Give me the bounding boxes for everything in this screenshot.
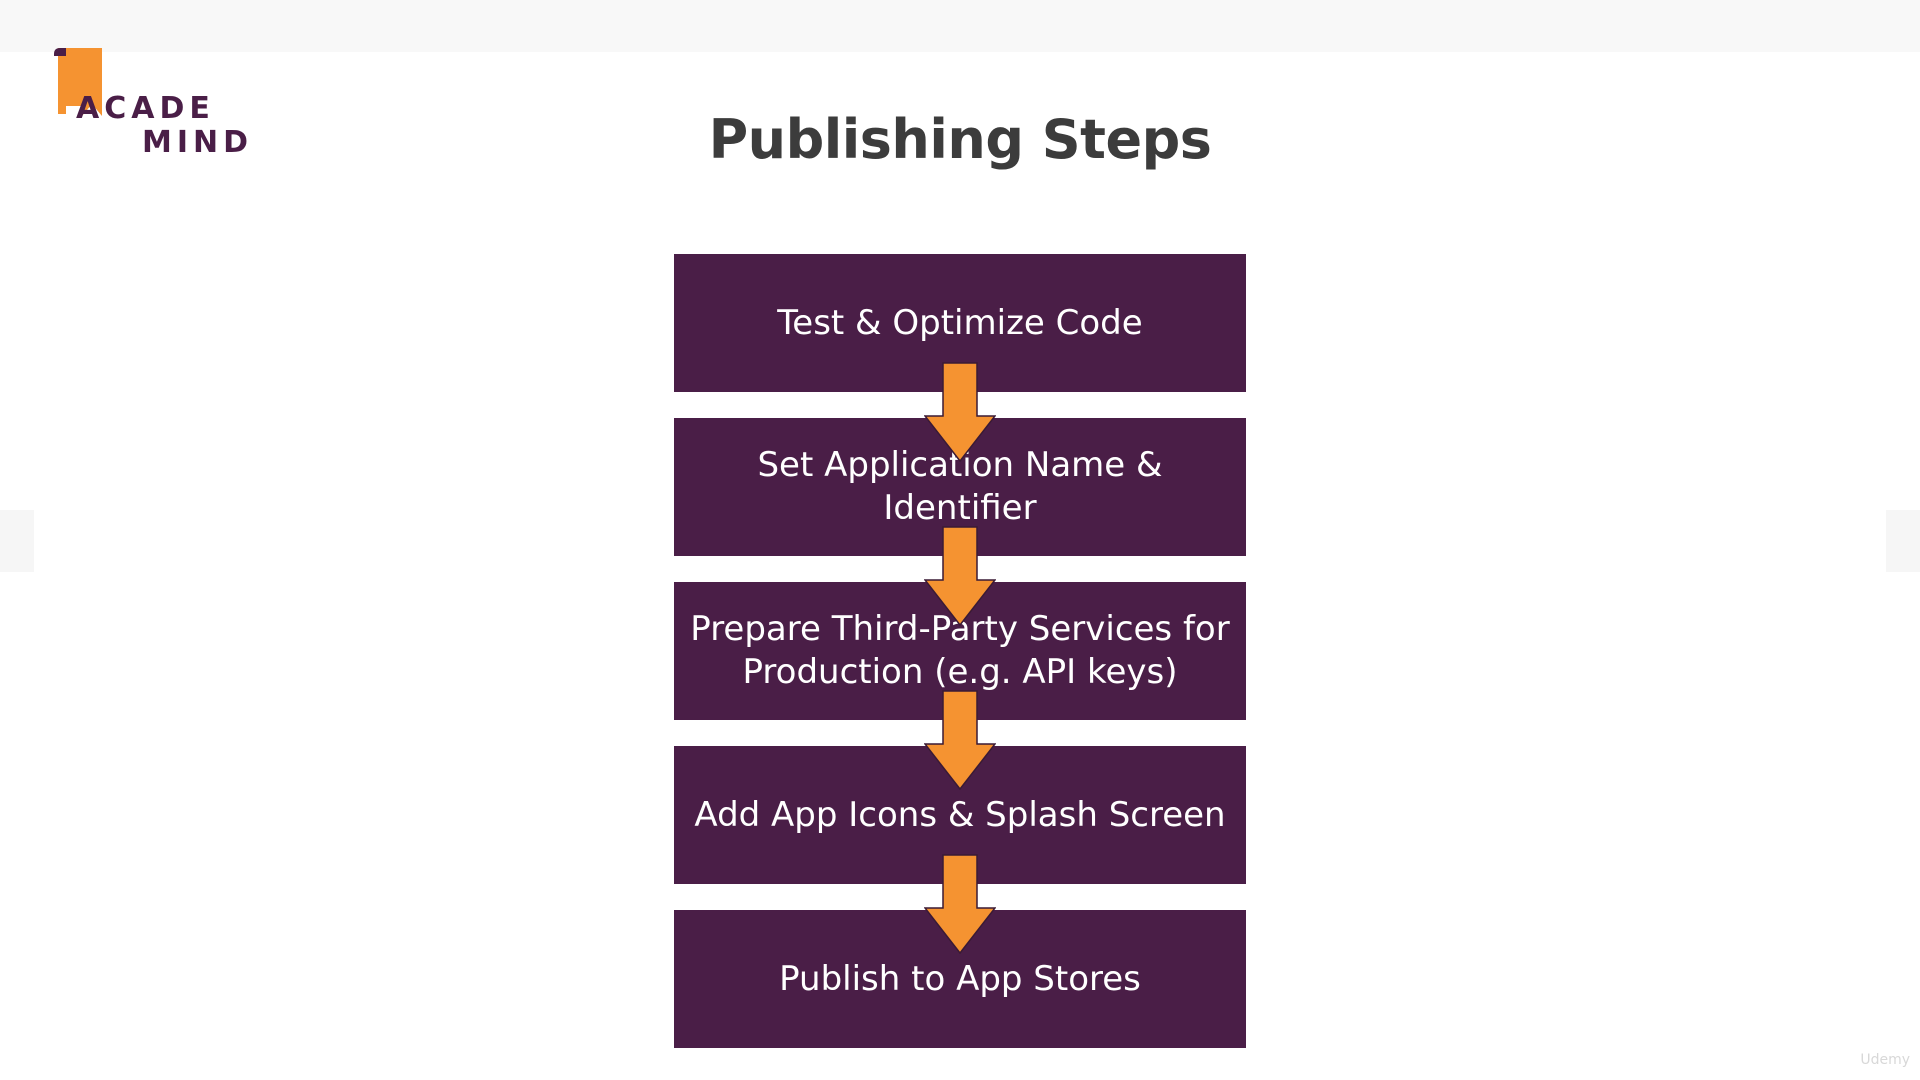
logo-text-line-2: MIND [142,125,254,160]
next-slide-tab[interactable] [1886,510,1920,572]
step-label: Test & Optimize Code [777,302,1143,343]
page-title: Publishing Steps [708,108,1212,171]
down-arrow-icon [924,690,996,790]
top-strip [0,0,1920,52]
logo-text-line-1: ACADE [76,91,215,126]
step-label: Add App Icons & Splash Screen [694,794,1226,835]
udemy-watermark: Udemy [1860,1052,1910,1068]
bookmark-icon [54,48,102,116]
down-arrow-icon [924,362,996,462]
academind-logo: ACADE MIND [52,46,254,160]
step-label: Publish to App Stores [779,958,1141,999]
step-label: Prepare Third-Party Services for Product… [690,609,1230,692]
down-arrow-icon [924,854,996,954]
down-arrow-icon [924,526,996,626]
step-label: Set Application Name & Identifier [757,445,1163,528]
previous-slide-tab[interactable] [0,510,34,572]
